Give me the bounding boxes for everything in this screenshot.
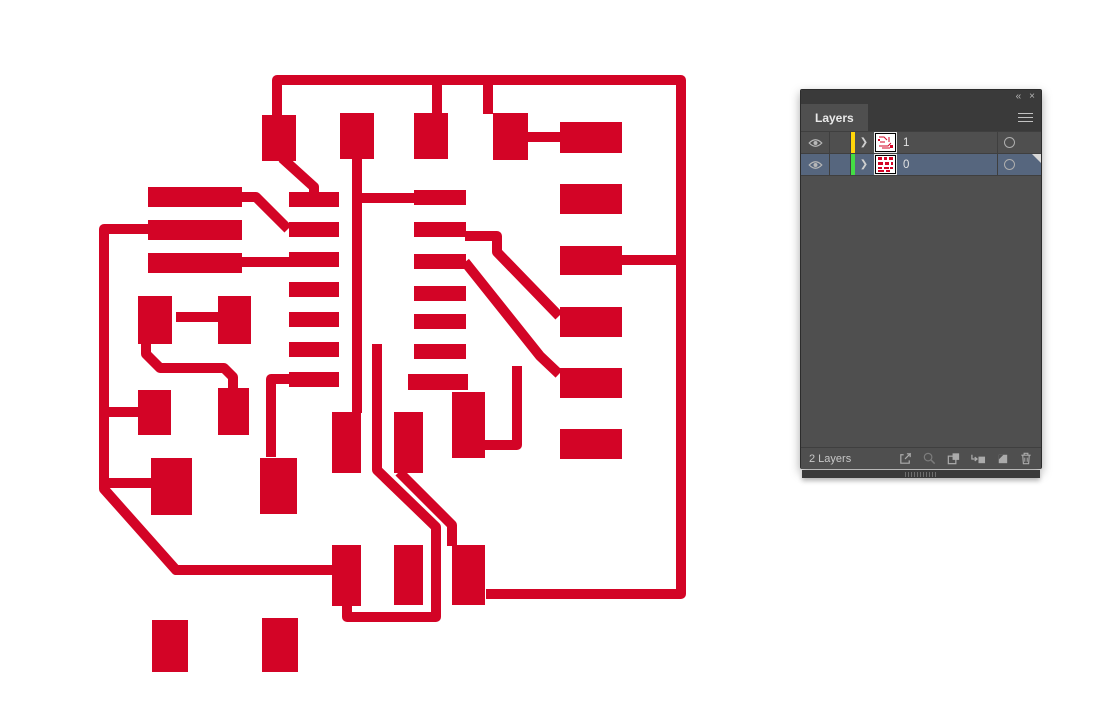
selection-corner-indicator bbox=[1032, 154, 1041, 163]
thumbnail-art bbox=[878, 157, 893, 172]
delete-selection-icon[interactable] bbox=[1019, 451, 1033, 466]
create-new-layer-icon[interactable] bbox=[995, 451, 1010, 466]
panel-tabbar: Layers bbox=[801, 104, 1041, 131]
panel-titlebar: « × bbox=[801, 90, 1041, 104]
collapse-panel-icon[interactable]: « bbox=[1015, 91, 1022, 102]
layer-list-empty-area bbox=[801, 176, 1041, 447]
layer-name[interactable]: 1 bbox=[903, 136, 910, 149]
visibility-toggle[interactable] bbox=[801, 154, 830, 175]
close-panel-icon[interactable]: × bbox=[1029, 91, 1035, 102]
expand-chevron-icon[interactable]: ❯ bbox=[859, 137, 869, 148]
expand-chevron-icon[interactable]: ❯ bbox=[859, 159, 869, 170]
artboard-canvas bbox=[0, 0, 760, 702]
layer-thumbnail[interactable] bbox=[874, 132, 897, 153]
layer-count: 2 Layers bbox=[809, 452, 852, 465]
pcb-pads[interactable] bbox=[138, 113, 622, 672]
pcb-artwork[interactable] bbox=[0, 0, 760, 702]
layer-row-1[interactable]: ❯ 1 bbox=[801, 132, 1041, 154]
layer-list: ❯ 1 bbox=[801, 131, 1041, 176]
locate-object-icon[interactable] bbox=[922, 451, 937, 466]
target-circle-icon[interactable] bbox=[1004, 137, 1015, 148]
pcb-traces[interactable] bbox=[99, 75, 686, 622]
tab-layers[interactable]: Layers bbox=[801, 104, 868, 131]
layer-row-0[interactable]: ❯ 0 bbox=[801, 154, 1041, 176]
eye-icon bbox=[807, 160, 823, 169]
lock-toggle[interactable] bbox=[830, 154, 851, 175]
panel-dock-strip bbox=[802, 470, 1040, 478]
layer-name[interactable]: 0 bbox=[903, 158, 910, 171]
eye-icon bbox=[807, 138, 823, 147]
create-sublayer-icon[interactable] bbox=[970, 451, 986, 466]
make-clipping-mask-icon[interactable] bbox=[946, 451, 961, 466]
layer-color-bar bbox=[851, 132, 855, 153]
footer-icon-bar bbox=[898, 451, 1033, 466]
layers-panel: « × Layers ❯ bbox=[800, 89, 1042, 469]
layer-color-bar bbox=[851, 154, 855, 175]
layer-thumbnail[interactable] bbox=[874, 154, 897, 175]
target-column bbox=[997, 154, 1041, 175]
target-circle-icon[interactable] bbox=[1004, 159, 1015, 170]
resize-grip[interactable] bbox=[905, 471, 937, 477]
thumbnail-art bbox=[878, 136, 893, 149]
panel-footer: 2 Layers bbox=[801, 447, 1041, 469]
collect-for-export-icon[interactable] bbox=[898, 451, 913, 466]
visibility-toggle[interactable] bbox=[801, 132, 830, 153]
target-column bbox=[997, 132, 1041, 153]
lock-toggle[interactable] bbox=[830, 132, 851, 153]
panel-menu-icon[interactable] bbox=[1018, 113, 1033, 122]
